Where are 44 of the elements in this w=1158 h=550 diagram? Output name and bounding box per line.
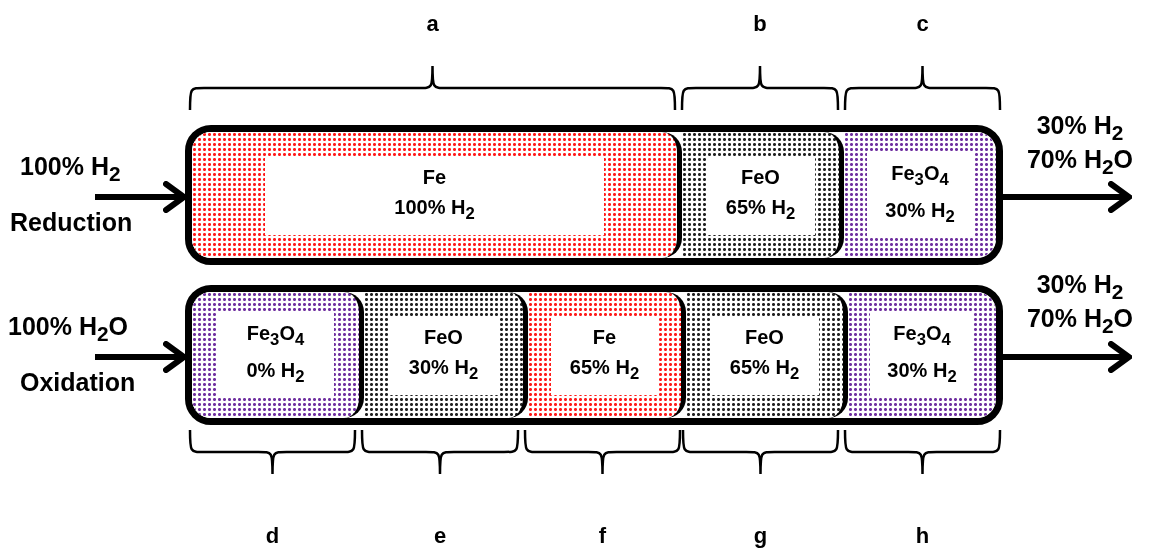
- zone-label: Fe$_{3}$O$_{4}$: [892, 321, 952, 351]
- dotted-zone: [686, 292, 848, 418]
- gas-composition: 30% H$_{2}$ 70% H$_{2}$O: [1025, 271, 1135, 339]
- flow-arrow: [1003, 341, 1132, 373]
- zone-label: 30% H$_{2}$: [407, 354, 480, 385]
- zone-label: Fe: [591, 324, 618, 350]
- zone-label: Fe$_{3}$O$_{4}$: [890, 161, 950, 191]
- dotted-zone: [682, 132, 844, 258]
- dotted-zone: [528, 292, 686, 418]
- dotted-zone: [192, 132, 682, 258]
- flow-arrow: [1003, 181, 1132, 213]
- brace-letter: f: [597, 522, 608, 550]
- zone-label: FeO: [740, 164, 781, 190]
- brace-letter: d: [264, 522, 281, 550]
- gas-composition: 30% H$_{2}$ 70% H$_{2}$O: [1025, 112, 1135, 180]
- gas-composition: 100% H$_{2}$O: [8, 312, 128, 347]
- zone-label: FeO: [744, 324, 785, 350]
- brace-letter: e: [432, 522, 448, 550]
- dotted-zone: [364, 292, 528, 418]
- brace-letter: c: [915, 10, 930, 38]
- flow-arrow: [95, 181, 187, 213]
- zone-label: 100% H$_{2}$: [393, 194, 476, 225]
- process-label: Reduction: [10, 208, 133, 236]
- zone-label: 30% H$_{2}$: [884, 198, 956, 228]
- dotted-zone: [844, 132, 996, 258]
- process-label: Oxidation: [20, 368, 136, 396]
- dotted-zone: [848, 292, 996, 418]
- zone-label: 65% H$_{2}$: [568, 354, 641, 385]
- zone-label: 65% H$_{2}$: [728, 354, 801, 385]
- brace-letter: g: [752, 522, 769, 550]
- flow-arrow: [95, 341, 187, 373]
- reactor-tube: [185, 285, 1003, 425]
- brace-letter: b: [752, 10, 768, 38]
- brace-letter: h: [914, 522, 931, 550]
- reactor-tube: [185, 125, 1003, 265]
- dotted-zone: [192, 292, 364, 418]
- gas-composition: 100% H$_{2}$: [20, 152, 121, 187]
- brace-letter: a: [425, 10, 440, 38]
- zone-label: Fe: [421, 164, 448, 190]
- zone-label: FeO: [423, 324, 464, 350]
- zone-label: 0% H$_{2}$: [245, 358, 306, 388]
- zone-label: 30% H$_{2}$: [886, 358, 958, 388]
- zone-label: Fe$_{3}$O$_{4}$: [245, 321, 306, 351]
- zone-label: 65% H$_{2}$: [724, 194, 797, 225]
